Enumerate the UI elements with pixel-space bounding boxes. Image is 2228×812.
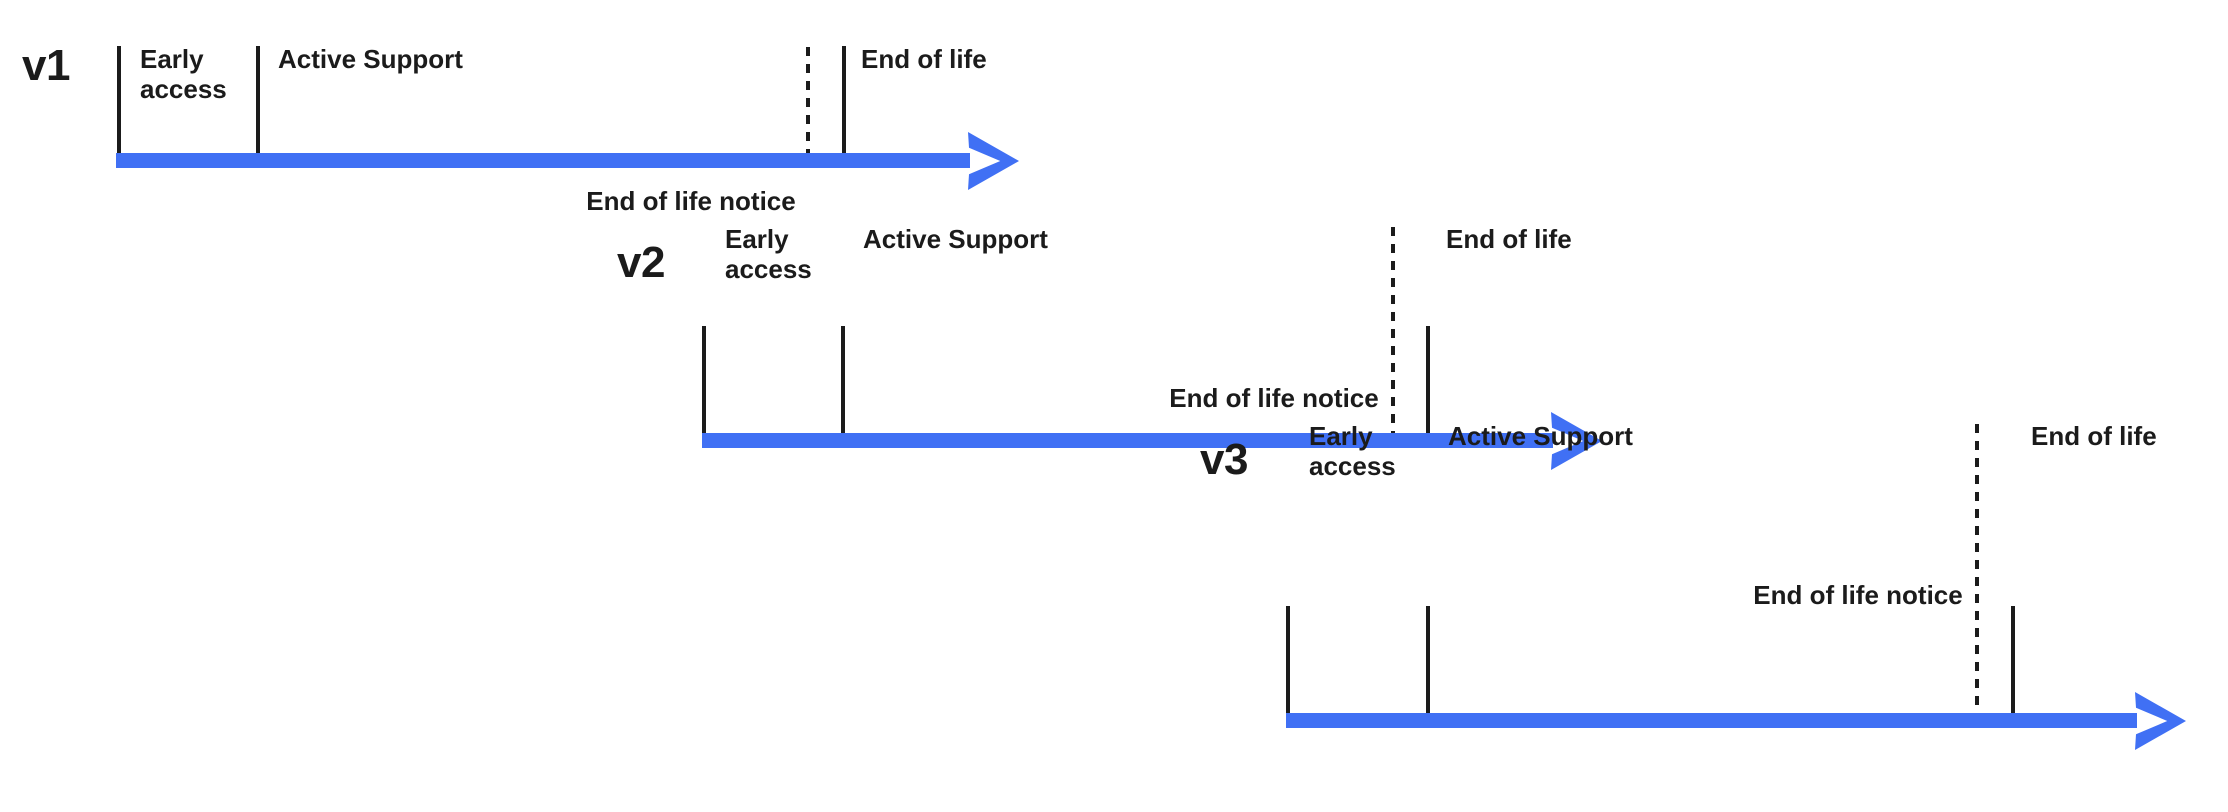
version-label-v3: v3 <box>1200 435 1248 484</box>
phase-divider-early-access <box>1286 606 1290 713</box>
phase-label-active-support: Active Support <box>278 44 463 74</box>
end-of-life-notice-divider <box>1975 424 1979 713</box>
timeline-arrow-head-icon <box>968 131 1019 190</box>
end-of-life-notice-label: End of life notice <box>1169 383 1379 413</box>
end-of-life-notice-label: End of life notice <box>586 186 796 216</box>
phase-divider-active-support <box>1426 606 1430 713</box>
phase-label-early-access: Early access <box>725 224 812 285</box>
phase-label-end-of-life: End of life <box>861 44 987 74</box>
phase-divider-early-access <box>702 326 706 433</box>
end-of-life-notice-divider <box>1391 227 1395 433</box>
version-label-v1: v1 <box>22 41 70 90</box>
phase-divider-active-support <box>256 46 260 153</box>
timeline-bar-v3 <box>1286 713 2137 728</box>
timeline-arrow-head-icon <box>1551 411 1602 470</box>
timeline-arrow-head-icon <box>2135 691 2186 750</box>
phase-label-end-of-life: End of life <box>1446 224 1572 254</box>
version-label-v2: v2 <box>617 238 665 287</box>
phase-divider-active-support <box>841 326 845 433</box>
phase-label-end-of-life: End of life <box>2031 421 2157 451</box>
phase-label-early-access: Early access <box>1309 421 1396 482</box>
phase-label-active-support: Active Support <box>1448 421 1633 451</box>
end-of-life-notice-label: End of life notice <box>1753 580 1963 610</box>
timeline-bar-v2 <box>702 433 1553 448</box>
phase-label-early-access: Early access <box>140 44 227 105</box>
phase-divider-end-of-life <box>2011 606 2015 713</box>
phase-label-active-support: Active Support <box>863 224 1048 254</box>
end-of-life-notice-divider <box>806 47 810 153</box>
phase-divider-end-of-life <box>842 46 846 153</box>
phase-divider-early-access <box>117 46 121 153</box>
phase-divider-end-of-life <box>1426 326 1430 433</box>
timeline-bar-v1 <box>116 153 970 168</box>
